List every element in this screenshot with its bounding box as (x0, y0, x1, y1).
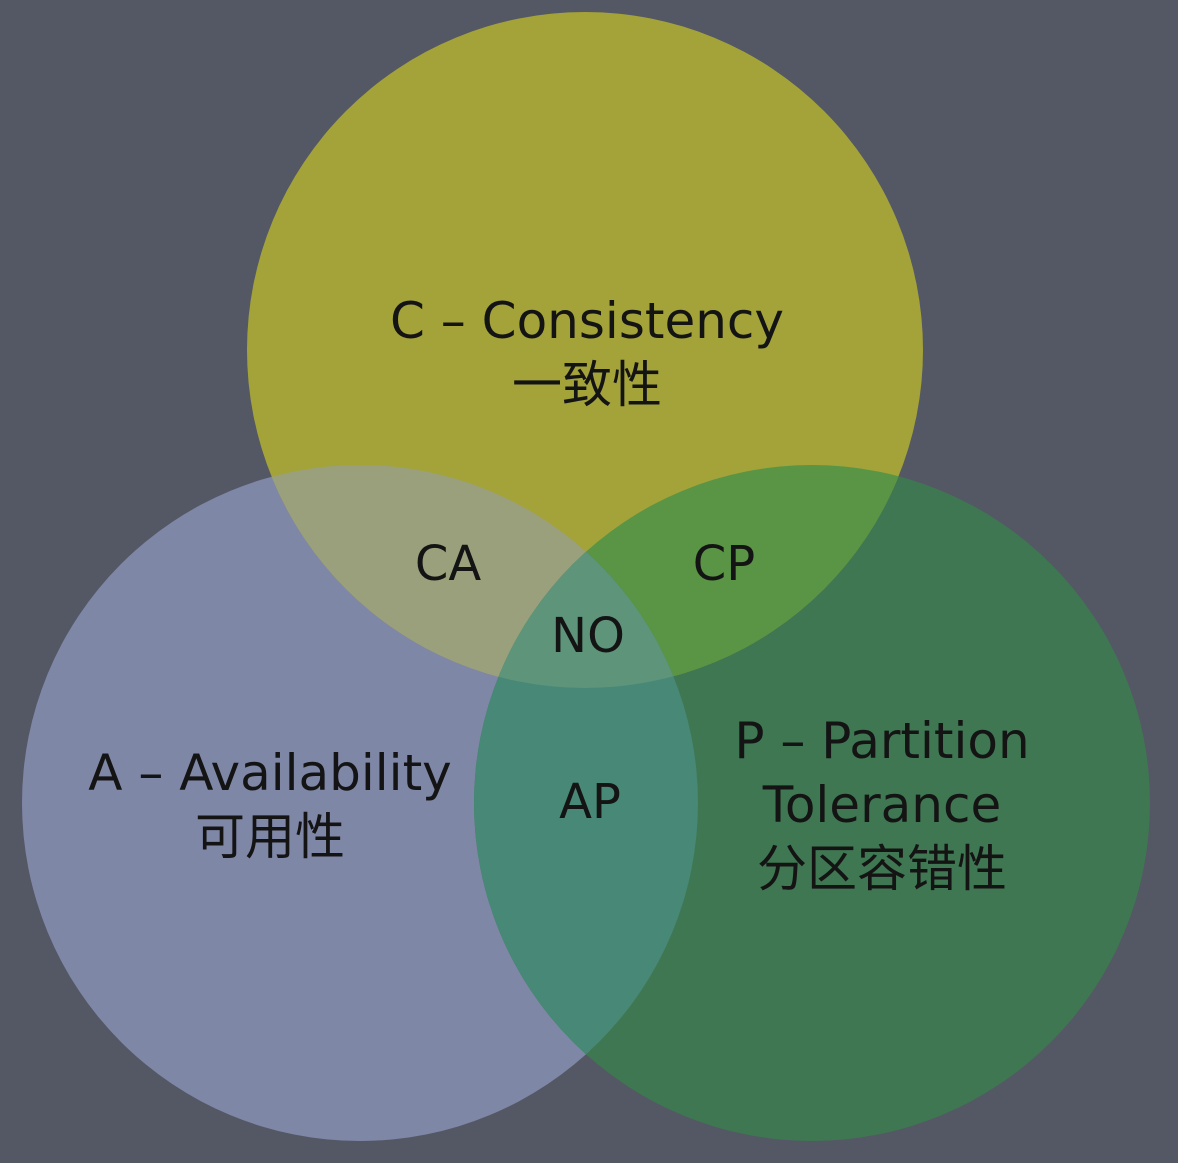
center-label: NO (551, 608, 625, 664)
consistency-label: C – Consistency (390, 292, 784, 350)
consistency-label-zh: 一致性 (512, 356, 662, 414)
partition-label-tolerance: Tolerance (762, 776, 1001, 834)
partition-label-zh: 分区容错性 (757, 840, 1007, 898)
partition-label: P – Partition (734, 712, 1029, 770)
ap-label: AP (559, 774, 621, 830)
cp-label: CP (693, 536, 755, 592)
center-intersection (474, 465, 698, 688)
ca-label: CA (415, 536, 482, 592)
availability-label: A – Availability (88, 744, 452, 802)
availability-label-zh: 可用性 (195, 808, 345, 866)
